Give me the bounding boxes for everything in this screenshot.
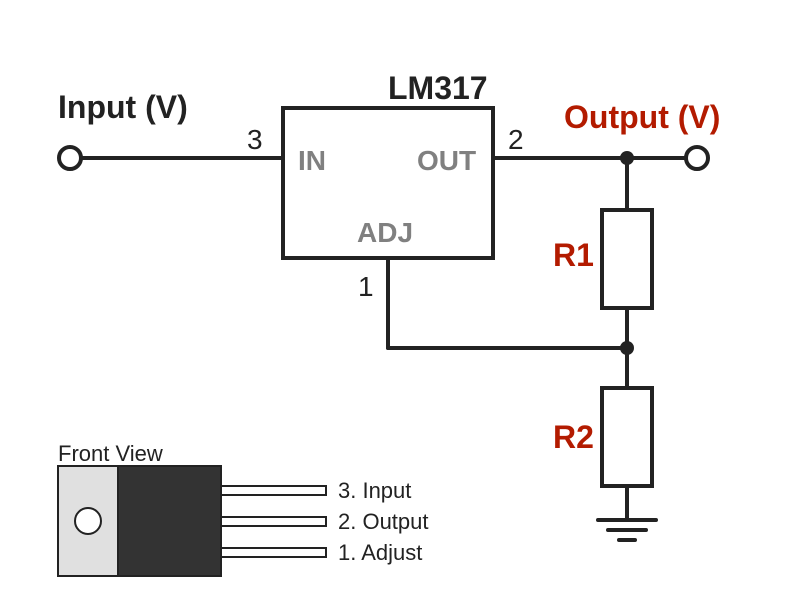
front-view-title: Front View	[58, 441, 163, 466]
pin-out-number: 2	[508, 124, 524, 155]
package-lead-2	[220, 516, 327, 527]
input-label: Input (V)	[58, 89, 188, 125]
pin-in-label: IN	[298, 145, 326, 176]
package-lead-3	[220, 485, 327, 496]
r1-label: R1	[553, 237, 594, 273]
package-pin-label: 3. Input	[338, 478, 411, 503]
r2-resistor	[600, 386, 654, 488]
ground-icon	[596, 518, 658, 542]
r1-resistor	[600, 208, 654, 310]
mounting-hole	[74, 507, 102, 535]
package-pin-label: 1. Adjust	[338, 540, 422, 565]
package-tab	[57, 465, 119, 577]
pin-adj-label: ADJ	[357, 217, 413, 248]
to220-package	[57, 465, 327, 577]
pin-adj-number: 1	[358, 271, 374, 302]
r2-label: R2	[553, 419, 594, 455]
package-body	[117, 465, 222, 577]
input-terminal	[57, 145, 83, 171]
pin-out-label: OUT	[417, 145, 476, 176]
package-lead-1	[220, 547, 327, 558]
pin-in-number: 3	[247, 124, 263, 155]
output-label: Output (V)	[564, 99, 720, 135]
package-pin-label: 2. Output	[338, 509, 429, 534]
chip-name: LM317	[388, 70, 488, 106]
output-terminal	[684, 145, 710, 171]
